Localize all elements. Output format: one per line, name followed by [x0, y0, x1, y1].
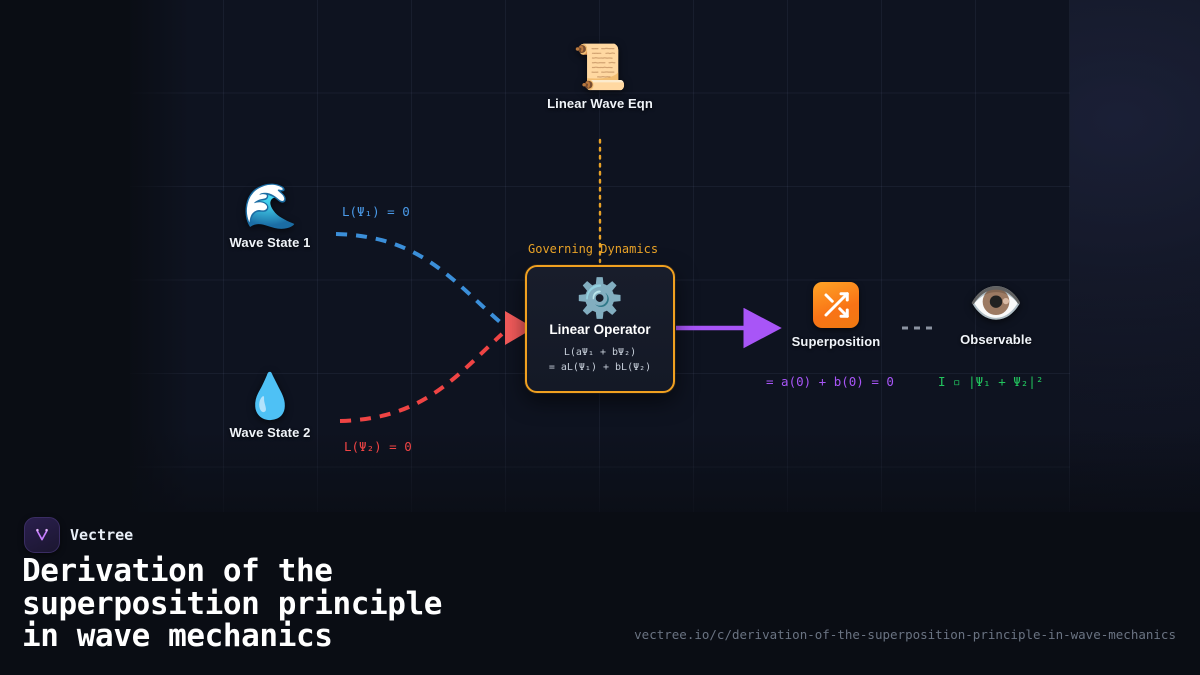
- edge-label-governing-dynamics: Governing Dynamics: [528, 242, 659, 256]
- scroll-emoji: 📜: [572, 42, 628, 93]
- shuffle-icon: [813, 282, 859, 328]
- page-title: Derivation of the superposition principl…: [22, 553, 443, 654]
- node-linear-operator-formula-line2: = aL(Ψ₁) + bL(Ψ₂): [548, 361, 652, 373]
- footer: Vectree Derivation of the superposition …: [0, 505, 1200, 675]
- grid-fade-left: [130, 0, 190, 512]
- edge-wave2-to-operator: [339, 332, 504, 423]
- brand[interactable]: Vectree: [24, 517, 133, 553]
- edge-label-superposition-result: = a(0) + b(0) = 0: [766, 374, 894, 389]
- edge-label-observable-result: I ▫ |Ψ₁ + Ψ₂|²: [938, 374, 1044, 389]
- node-linear-wave-eqn[interactable]: 📜 Linear Wave Eqn: [530, 42, 670, 112]
- brand-name: Vectree: [70, 526, 134, 544]
- node-observable[interactable]: 👁️ Observable: [926, 278, 1066, 348]
- node-superposition[interactable]: Superposition: [766, 282, 906, 349]
- eye-emoji: 👁️: [968, 278, 1024, 329]
- node-observable-label: Observable: [960, 332, 1032, 347]
- node-linear-operator-formula-line1: L(aΨ₁ + bΨ₂): [563, 347, 637, 358]
- node-wave-state-2-label: Wave State 2: [229, 425, 311, 440]
- node-wave-state-1-label: Wave State 1: [229, 235, 311, 250]
- footer-url: vectree.io/c/derivation-of-the-superposi…: [634, 627, 1176, 642]
- vectree-logo-icon: [24, 517, 60, 553]
- node-wave-state-1[interactable]: 🌊 Wave State 1: [200, 181, 340, 251]
- node-superposition-label: Superposition: [791, 334, 881, 349]
- edge-wave1-to-operator: [335, 232, 502, 324]
- background-grid: [130, 0, 1070, 512]
- footer-background: [0, 512, 1200, 675]
- node-wave-state-2[interactable]: 💧 Wave State 2: [200, 371, 340, 441]
- edge-label-psi1: L(Ψ₁) = 0: [342, 204, 410, 219]
- node-linear-wave-eqn-label: Linear Wave Eqn: [547, 96, 653, 111]
- edge-label-psi2: L(Ψ₂) = 0: [344, 439, 412, 454]
- droplet-emoji: 💧: [242, 371, 298, 422]
- arrowhead-into-operator: [505, 311, 534, 345]
- left-margin-panel: [0, 0, 130, 512]
- gear-emoji: ⚙️: [576, 276, 624, 320]
- wave-emoji: 🌊: [242, 181, 298, 232]
- node-linear-operator-title: Linear Operator: [549, 322, 651, 337]
- node-linear-operator[interactable]: ⚙️ Linear Operator L(aΨ₁ + bΨ₂) = aL(Ψ₁)…: [525, 265, 675, 393]
